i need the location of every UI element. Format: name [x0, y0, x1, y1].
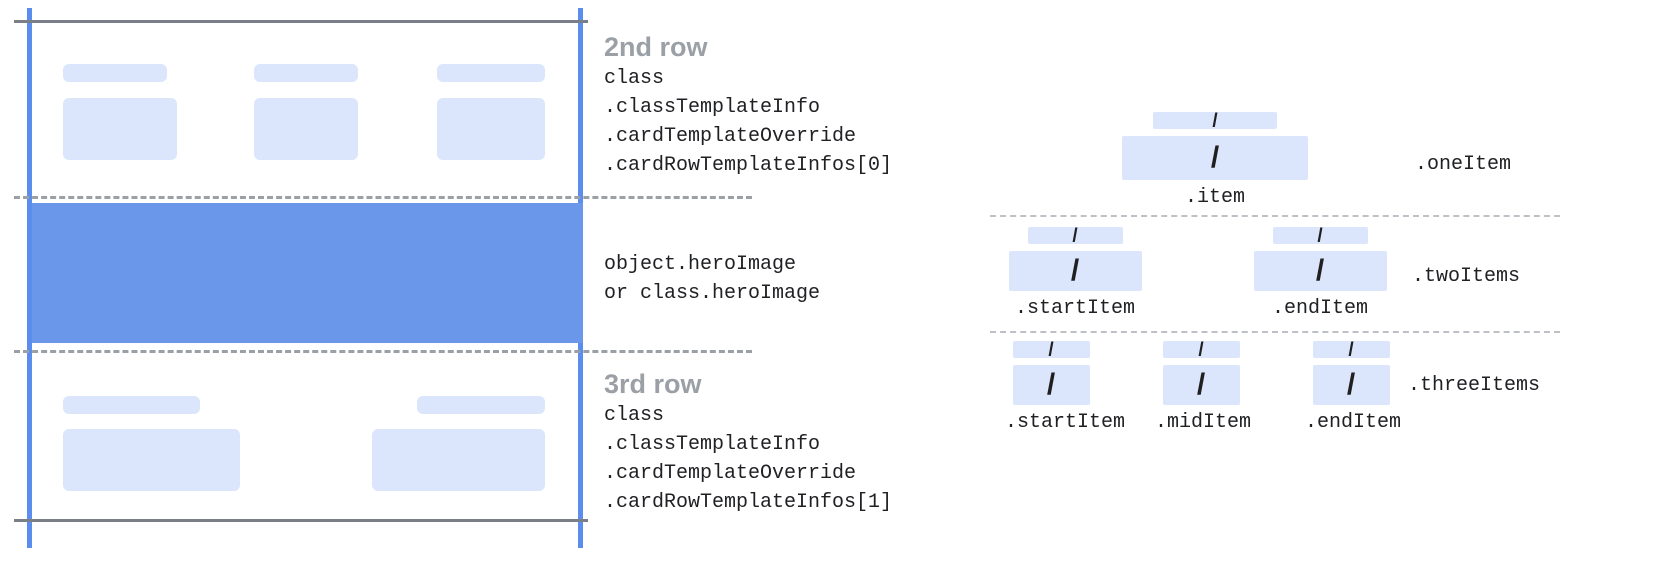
slash-icon: / [1046, 368, 1056, 401]
row2-cell1-title-placeholder [63, 64, 167, 82]
row3-cell2-title-placeholder [417, 396, 545, 414]
slash-icon: / [1212, 110, 1218, 131]
slash-icon: / [1196, 368, 1206, 401]
row3-cell2-body-placeholder [372, 429, 545, 491]
one-item-top-placeholder: / [1153, 110, 1277, 131]
three-items-mid-top-placeholder: / [1162, 339, 1240, 360]
two-items-end-label: .endItem [1271, 297, 1368, 320]
three-items-end-label: .endItem [1305, 411, 1402, 434]
two-items-start-label: .startItem [1014, 297, 1136, 320]
row-item-variants-diagram: / / .item / / .startItem / / .endItem / … [960, 0, 1676, 584]
slash-icon: / [1070, 254, 1080, 287]
annotation-row3-heading: 3rd row [604, 369, 702, 399]
annotation-row3: 3rd row class .classTemplateInfo .cardTe… [604, 367, 892, 517]
three-items-mid-label: .midItem [1155, 411, 1252, 434]
annotation-row2-code: class .classTemplateInfo .cardTemplateOv… [604, 67, 893, 177]
variant-label-three-items: .threeItems [1408, 374, 1541, 397]
slash-icon: / [1348, 339, 1354, 360]
variant-label-one-item: .oneItem [1415, 153, 1512, 176]
three-items-start-top-placeholder: / [1012, 339, 1090, 360]
three-items-start-main-placeholder: / [1012, 365, 1090, 405]
two-items-end-group: / / .endItem [1250, 225, 1390, 320]
slash-icon: / [1346, 368, 1356, 401]
left-guide-rail [27, 8, 32, 548]
card-bottom-border [14, 519, 588, 522]
row3-cell1-body-placeholder [63, 429, 240, 491]
one-item-label: .item [1184, 186, 1245, 209]
three-items-mid-group: / / .midItem [1155, 339, 1252, 434]
slash-icon: / [1315, 254, 1325, 287]
row2-cell2-title-placeholder [254, 64, 358, 82]
three-items-start-label: .startItem [1005, 411, 1126, 434]
slash-icon: / [1072, 225, 1078, 246]
row-separator-upper [14, 196, 752, 199]
one-item-main-placeholder: / [1122, 136, 1308, 180]
three-items-mid-main-placeholder: / [1162, 365, 1240, 405]
row2-cell1-body-placeholder [63, 98, 177, 160]
row3-cell1-title-placeholder [63, 396, 200, 414]
row2-cell3-body-placeholder [437, 98, 545, 160]
two-items-start-main-placeholder: / [1008, 251, 1142, 291]
three-items-end-top-placeholder: / [1312, 339, 1390, 360]
two-items-end-top-placeholder: / [1272, 225, 1368, 246]
variant-label-two-items: .twoItems [1412, 265, 1521, 288]
two-items-start-top-placeholder: / [1027, 225, 1123, 246]
row2-cell3-title-placeholder [437, 64, 545, 82]
variant-separator-1 [990, 215, 1560, 217]
annotation-row2-heading: 2nd row [604, 32, 708, 62]
row-separator-lower [14, 350, 752, 353]
hero-image-band [32, 203, 583, 343]
row2-cell2-body-placeholder [254, 98, 358, 160]
annotation-hero-image-code: object.heroImage or class.heroImage [604, 253, 821, 305]
two-items-end-main-placeholder: / [1253, 251, 1387, 291]
one-item-group: / / .item [1110, 110, 1320, 209]
annotation-row2: 2nd row class .classTemplateInfo .cardTe… [604, 30, 892, 180]
two-items-start-group: / / .startItem [1005, 225, 1145, 320]
three-items-end-main-placeholder: / [1312, 365, 1390, 405]
three-items-start-group: / / .startItem [1005, 339, 1126, 434]
slash-icon: / [1048, 339, 1054, 360]
three-items-end-group: / / .endItem [1305, 339, 1402, 434]
card-top-border [14, 20, 588, 23]
card-template-diagram [0, 0, 752, 584]
variant-separator-2 [990, 331, 1560, 333]
annotation-row3-code: class .classTemplateInfo .cardTemplateOv… [604, 404, 893, 514]
annotation-hero-image: object.heroImage or class.heroImage [604, 250, 820, 308]
slash-icon: / [1317, 225, 1323, 246]
slash-icon: / [1198, 339, 1204, 360]
slash-icon: / [1210, 141, 1220, 174]
